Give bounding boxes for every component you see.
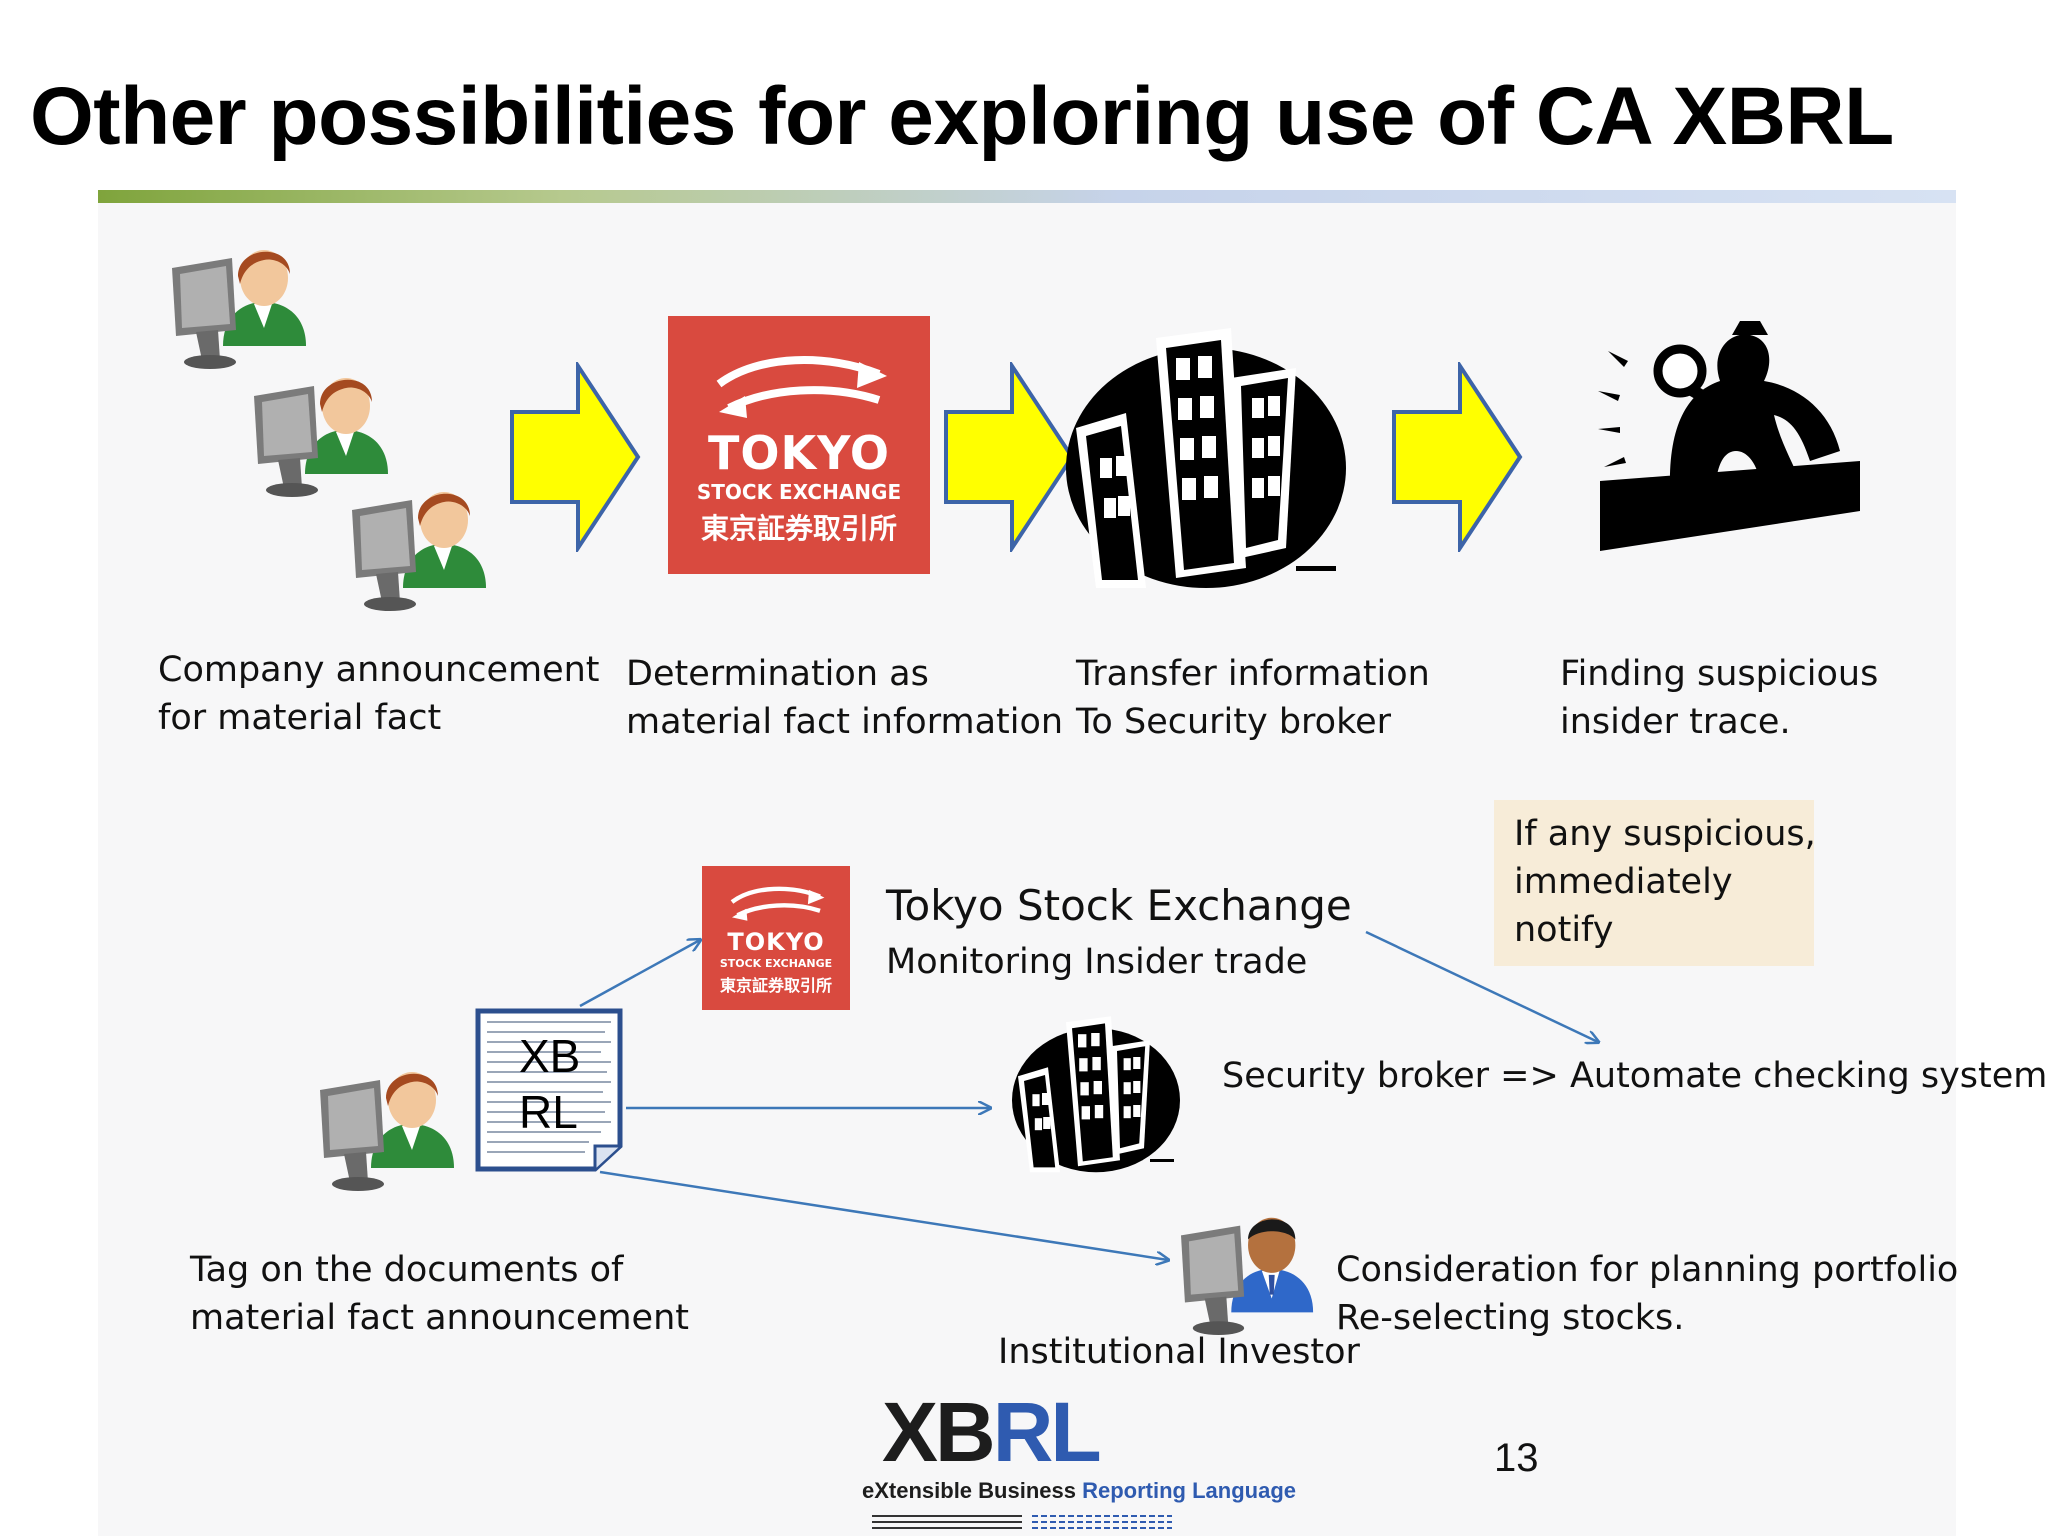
slide-title: Other possibilities for exploring use of… <box>30 71 1894 162</box>
tag-caption: Tag on the documents of material fact an… <box>190 1246 689 1342</box>
institutional-investor-icon <box>1181 1217 1314 1336</box>
caption-line: Consideration for planning portfolio <box>1336 1250 1959 1290</box>
note-line: notify <box>1514 910 1614 950</box>
logo-rule-lines <box>872 1515 1172 1529</box>
notify-note: If any suspicious, immediately notify <box>1494 800 1816 966</box>
broker-checking-text: Security broker => Automate checking sys… <box>1222 1056 2048 1096</box>
caption-line: Company announcement <box>158 650 600 690</box>
person-at-computer-icon <box>320 1072 454 1191</box>
note-line: immediately <box>1514 862 1733 902</box>
xbrl-logo: XBRL eXtensible Business Reporting Langu… <box>862 1390 1296 1536</box>
flow-arrow-icon <box>944 362 1075 552</box>
caption-line: Finding suspicious <box>1560 654 1879 694</box>
tse-name: TOKYO <box>727 928 825 956</box>
exchange-title: Tokyo Stock Exchange <box>886 881 1352 930</box>
xbrl-logo-tagline: eXtensible Business Reporting Language <box>862 1478 1296 1504</box>
xbrl-document-icon: XB RL <box>475 1008 623 1172</box>
flow-arrow-icon <box>1392 362 1523 552</box>
caption-line: material fact announcement <box>190 1298 689 1338</box>
caption-line: Transfer information <box>1076 654 1430 694</box>
caption-line: Re-selecting stocks. <box>1336 1298 1685 1338</box>
logo-text: XB <box>882 1385 996 1479</box>
caption-line: To Security broker <box>1076 702 1392 742</box>
title-underline <box>98 190 1956 203</box>
xbrl-doc-label: RL <box>519 1086 578 1138</box>
caption-line: for material fact <box>158 698 442 738</box>
exchange-subtitle: Monitoring Insider trade <box>886 942 1308 982</box>
investor-caption: Consideration for planning portfolio Re-… <box>1336 1246 1958 1342</box>
document-icon <box>475 1008 623 1172</box>
caption-line: insider trace. <box>1560 702 1791 742</box>
tse-japanese-name: 東京証券取引所 <box>700 512 897 545</box>
arrow-to-investor <box>599 1170 1168 1260</box>
logo-tagline-text: eXtensible Business <box>862 1478 1076 1503</box>
flow-arrow-icon <box>510 362 641 552</box>
caption-line: Tag on the documents of <box>190 1250 624 1290</box>
note-line: If any suspicious, <box>1514 814 1816 854</box>
arrow-to-exchange <box>579 940 700 1008</box>
page-number: 13 <box>1494 1436 1539 1480</box>
tse-subtitle: STOCK EXCHANGE <box>719 957 833 970</box>
tokyo-stock-exchange-logo: TOKYO STOCK EXCHANGE 東京証券取引所 <box>668 316 930 574</box>
tse-name: TOKYO <box>708 426 890 480</box>
investor-label: Institutional Investor <box>998 1332 1360 1372</box>
xbrl-logo-wordmark: XBRL <box>882 1390 1102 1474</box>
logo-text: RL <box>992 1385 1102 1479</box>
caption-line: Determination as <box>626 654 929 694</box>
tse-subtitle: STOCK EXCHANGE <box>696 480 902 504</box>
step-caption-determination: Determination as material fact informati… <box>626 650 1063 746</box>
xbrl-doc-label: XB <box>519 1030 581 1082</box>
step-caption-finding: Finding suspicious insider trace. <box>1560 650 1878 746</box>
logo-tagline-text: Reporting Language <box>1082 1478 1296 1503</box>
office-buildings-icon <box>1012 1016 1180 1173</box>
exchange-arrows-icon <box>730 886 825 921</box>
tokyo-stock-exchange-logo-small: TOKYO STOCK EXCHANGE 東京証券取引所 <box>702 866 850 1010</box>
tse-japanese-name: 東京証券取引所 <box>719 976 832 995</box>
step-caption-announcement: Company announcement for material fact <box>158 646 600 742</box>
arrow-to-checking-system <box>1365 930 1598 1042</box>
exchange-arrows-icon <box>716 356 887 418</box>
caption-line: material fact information <box>626 702 1064 742</box>
step-caption-transfer: Transfer information To Security broker <box>1076 650 1430 746</box>
